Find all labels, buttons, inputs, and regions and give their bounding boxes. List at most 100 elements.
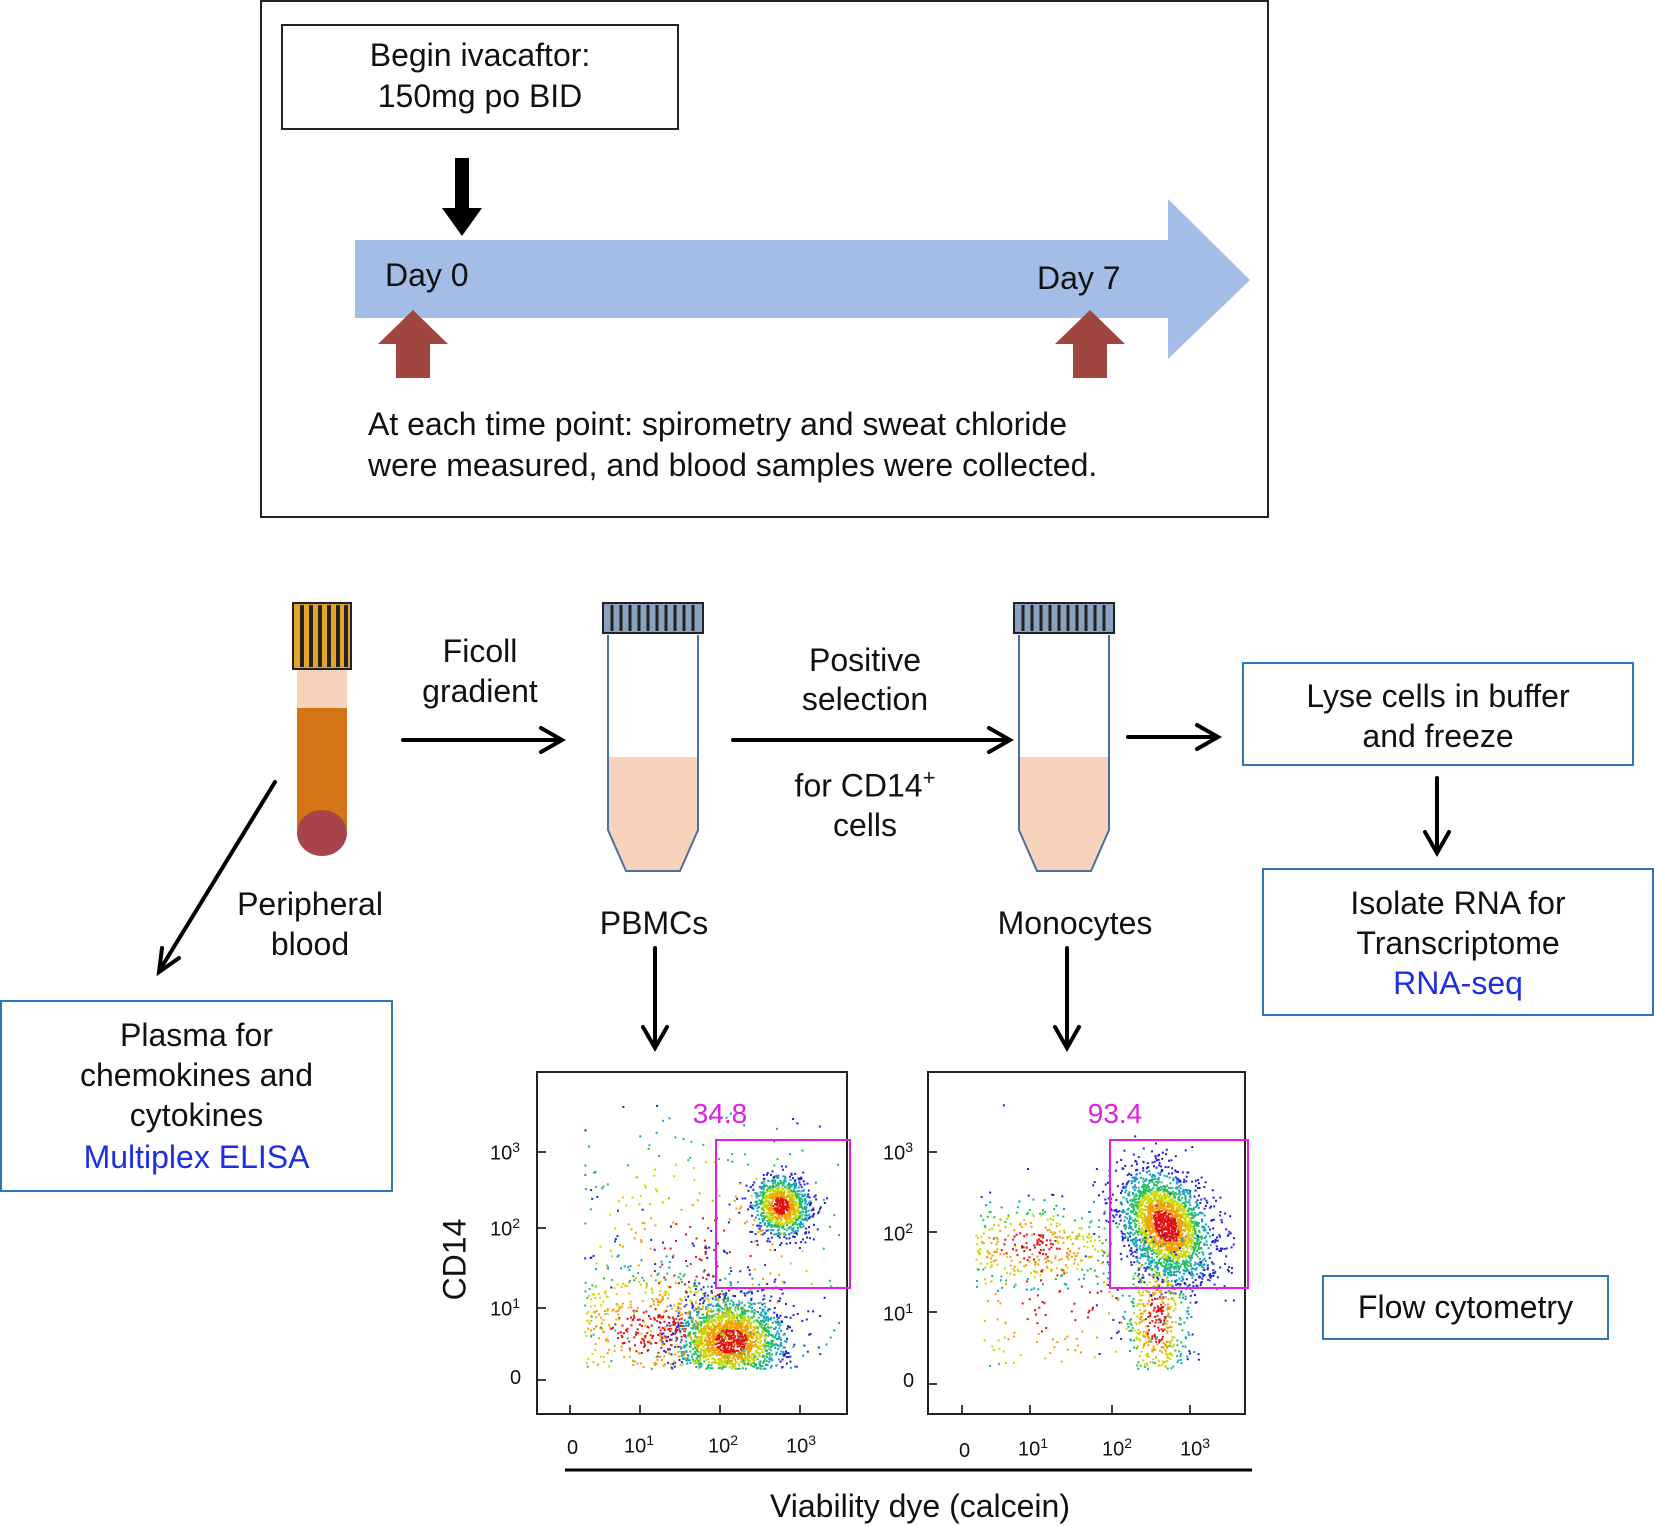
event-dot — [1205, 1199, 1208, 1202]
event-dot — [1179, 1183, 1182, 1186]
event-dot — [789, 1212, 791, 1215]
event-dot — [773, 1164, 776, 1167]
event-dot — [764, 1201, 767, 1204]
event-dot — [785, 1205, 788, 1208]
event-dot — [790, 1189, 793, 1192]
event-dot — [1144, 1255, 1147, 1258]
event-dot — [1202, 1266, 1205, 1269]
event-dot — [707, 1365, 710, 1368]
event-dot — [693, 1339, 696, 1342]
event-dot — [727, 1321, 730, 1324]
event-dot — [694, 1307, 697, 1310]
event-dot — [593, 1171, 596, 1174]
event-dot — [677, 1315, 680, 1318]
event-dot — [767, 1194, 769, 1197]
event-dot — [725, 1341, 728, 1344]
event-dot — [749, 1302, 752, 1305]
event-dot — [730, 1350, 733, 1353]
event-dot — [829, 1336, 832, 1339]
event-dot — [1177, 1195, 1180, 1198]
event-dot — [739, 1352, 742, 1355]
event-dot — [621, 1342, 624, 1345]
event-dot — [654, 1279, 657, 1282]
event-dot — [1153, 1191, 1156, 1194]
event-dot — [1199, 1247, 1201, 1250]
event-dot — [772, 1184, 775, 1187]
event-dot — [812, 1212, 815, 1215]
event-dot — [755, 1343, 758, 1346]
event-dot — [729, 1335, 732, 1338]
event-dot — [1179, 1217, 1182, 1220]
event-dot — [774, 1321, 777, 1324]
event-dot — [774, 1336, 777, 1339]
event-dot — [694, 1362, 697, 1364]
event-dot — [712, 1328, 714, 1331]
event-dot — [794, 1185, 797, 1188]
event-dot — [768, 1222, 771, 1224]
event-dot — [626, 1285, 628, 1288]
event-dot — [796, 1312, 799, 1315]
event-dot — [728, 1346, 731, 1349]
event-dot — [659, 1339, 662, 1342]
event-dot — [639, 1362, 642, 1365]
event-dot — [738, 1211, 741, 1214]
event-dot — [786, 1214, 789, 1217]
event-dot — [649, 1334, 652, 1337]
event-dot — [732, 1351, 735, 1354]
event-dot — [752, 1326, 755, 1329]
event-dot — [1159, 1189, 1162, 1191]
event-dot — [717, 1304, 720, 1307]
event-dot — [675, 1344, 678, 1347]
event-dot — [714, 1332, 717, 1335]
event-dot — [735, 1329, 738, 1332]
event-dot — [764, 1263, 767, 1266]
event-dot — [830, 1285, 833, 1288]
event-dot — [689, 1290, 692, 1293]
event-dot — [708, 1317, 711, 1320]
event-dot — [826, 1197, 828, 1200]
event-dot — [622, 1106, 625, 1108]
event-dot — [781, 1207, 784, 1210]
event-dot — [1107, 1221, 1110, 1223]
event-dot — [775, 1191, 778, 1194]
mono-events — [975, 1104, 1235, 1371]
event-dot — [670, 1344, 673, 1347]
event-dot — [703, 1294, 706, 1297]
event-dot — [1199, 1202, 1202, 1204]
event-dot — [732, 1337, 735, 1340]
event-dot — [602, 1300, 605, 1303]
event-dot — [725, 1353, 728, 1356]
event-dot — [637, 1332, 640, 1335]
event-dot — [693, 1309, 696, 1312]
event-dot — [783, 1340, 786, 1343]
event-dot — [1155, 1217, 1158, 1220]
event-dot — [1149, 1222, 1152, 1225]
event-dot — [708, 1336, 711, 1338]
event-dot — [1183, 1253, 1186, 1256]
event-dot — [672, 1321, 675, 1324]
event-dot — [655, 1188, 657, 1191]
event-dot — [749, 1331, 751, 1334]
event-dot — [1180, 1219, 1182, 1222]
event-dot — [737, 1338, 740, 1341]
event-dot — [653, 1270, 656, 1273]
event-dot — [660, 1338, 663, 1341]
event-dot — [1150, 1189, 1153, 1191]
event-dot — [1212, 1272, 1215, 1275]
event-dot — [683, 1350, 686, 1353]
event-dot — [1134, 1250, 1137, 1253]
plasma-box-line2: chemokines and — [79, 1057, 314, 1093]
event-dot — [802, 1171, 805, 1174]
event-dot — [1092, 1184, 1095, 1187]
event-dot — [619, 1331, 622, 1334]
event-dot — [710, 1303, 713, 1306]
event-dot — [769, 1366, 772, 1369]
event-dot — [763, 1204, 766, 1207]
event-dot — [805, 1231, 808, 1234]
event-dot — [1179, 1230, 1182, 1232]
event-dot — [781, 1358, 784, 1361]
event-dot — [644, 1334, 647, 1337]
event-dot — [680, 1322, 683, 1325]
event-dot — [647, 1326, 650, 1329]
